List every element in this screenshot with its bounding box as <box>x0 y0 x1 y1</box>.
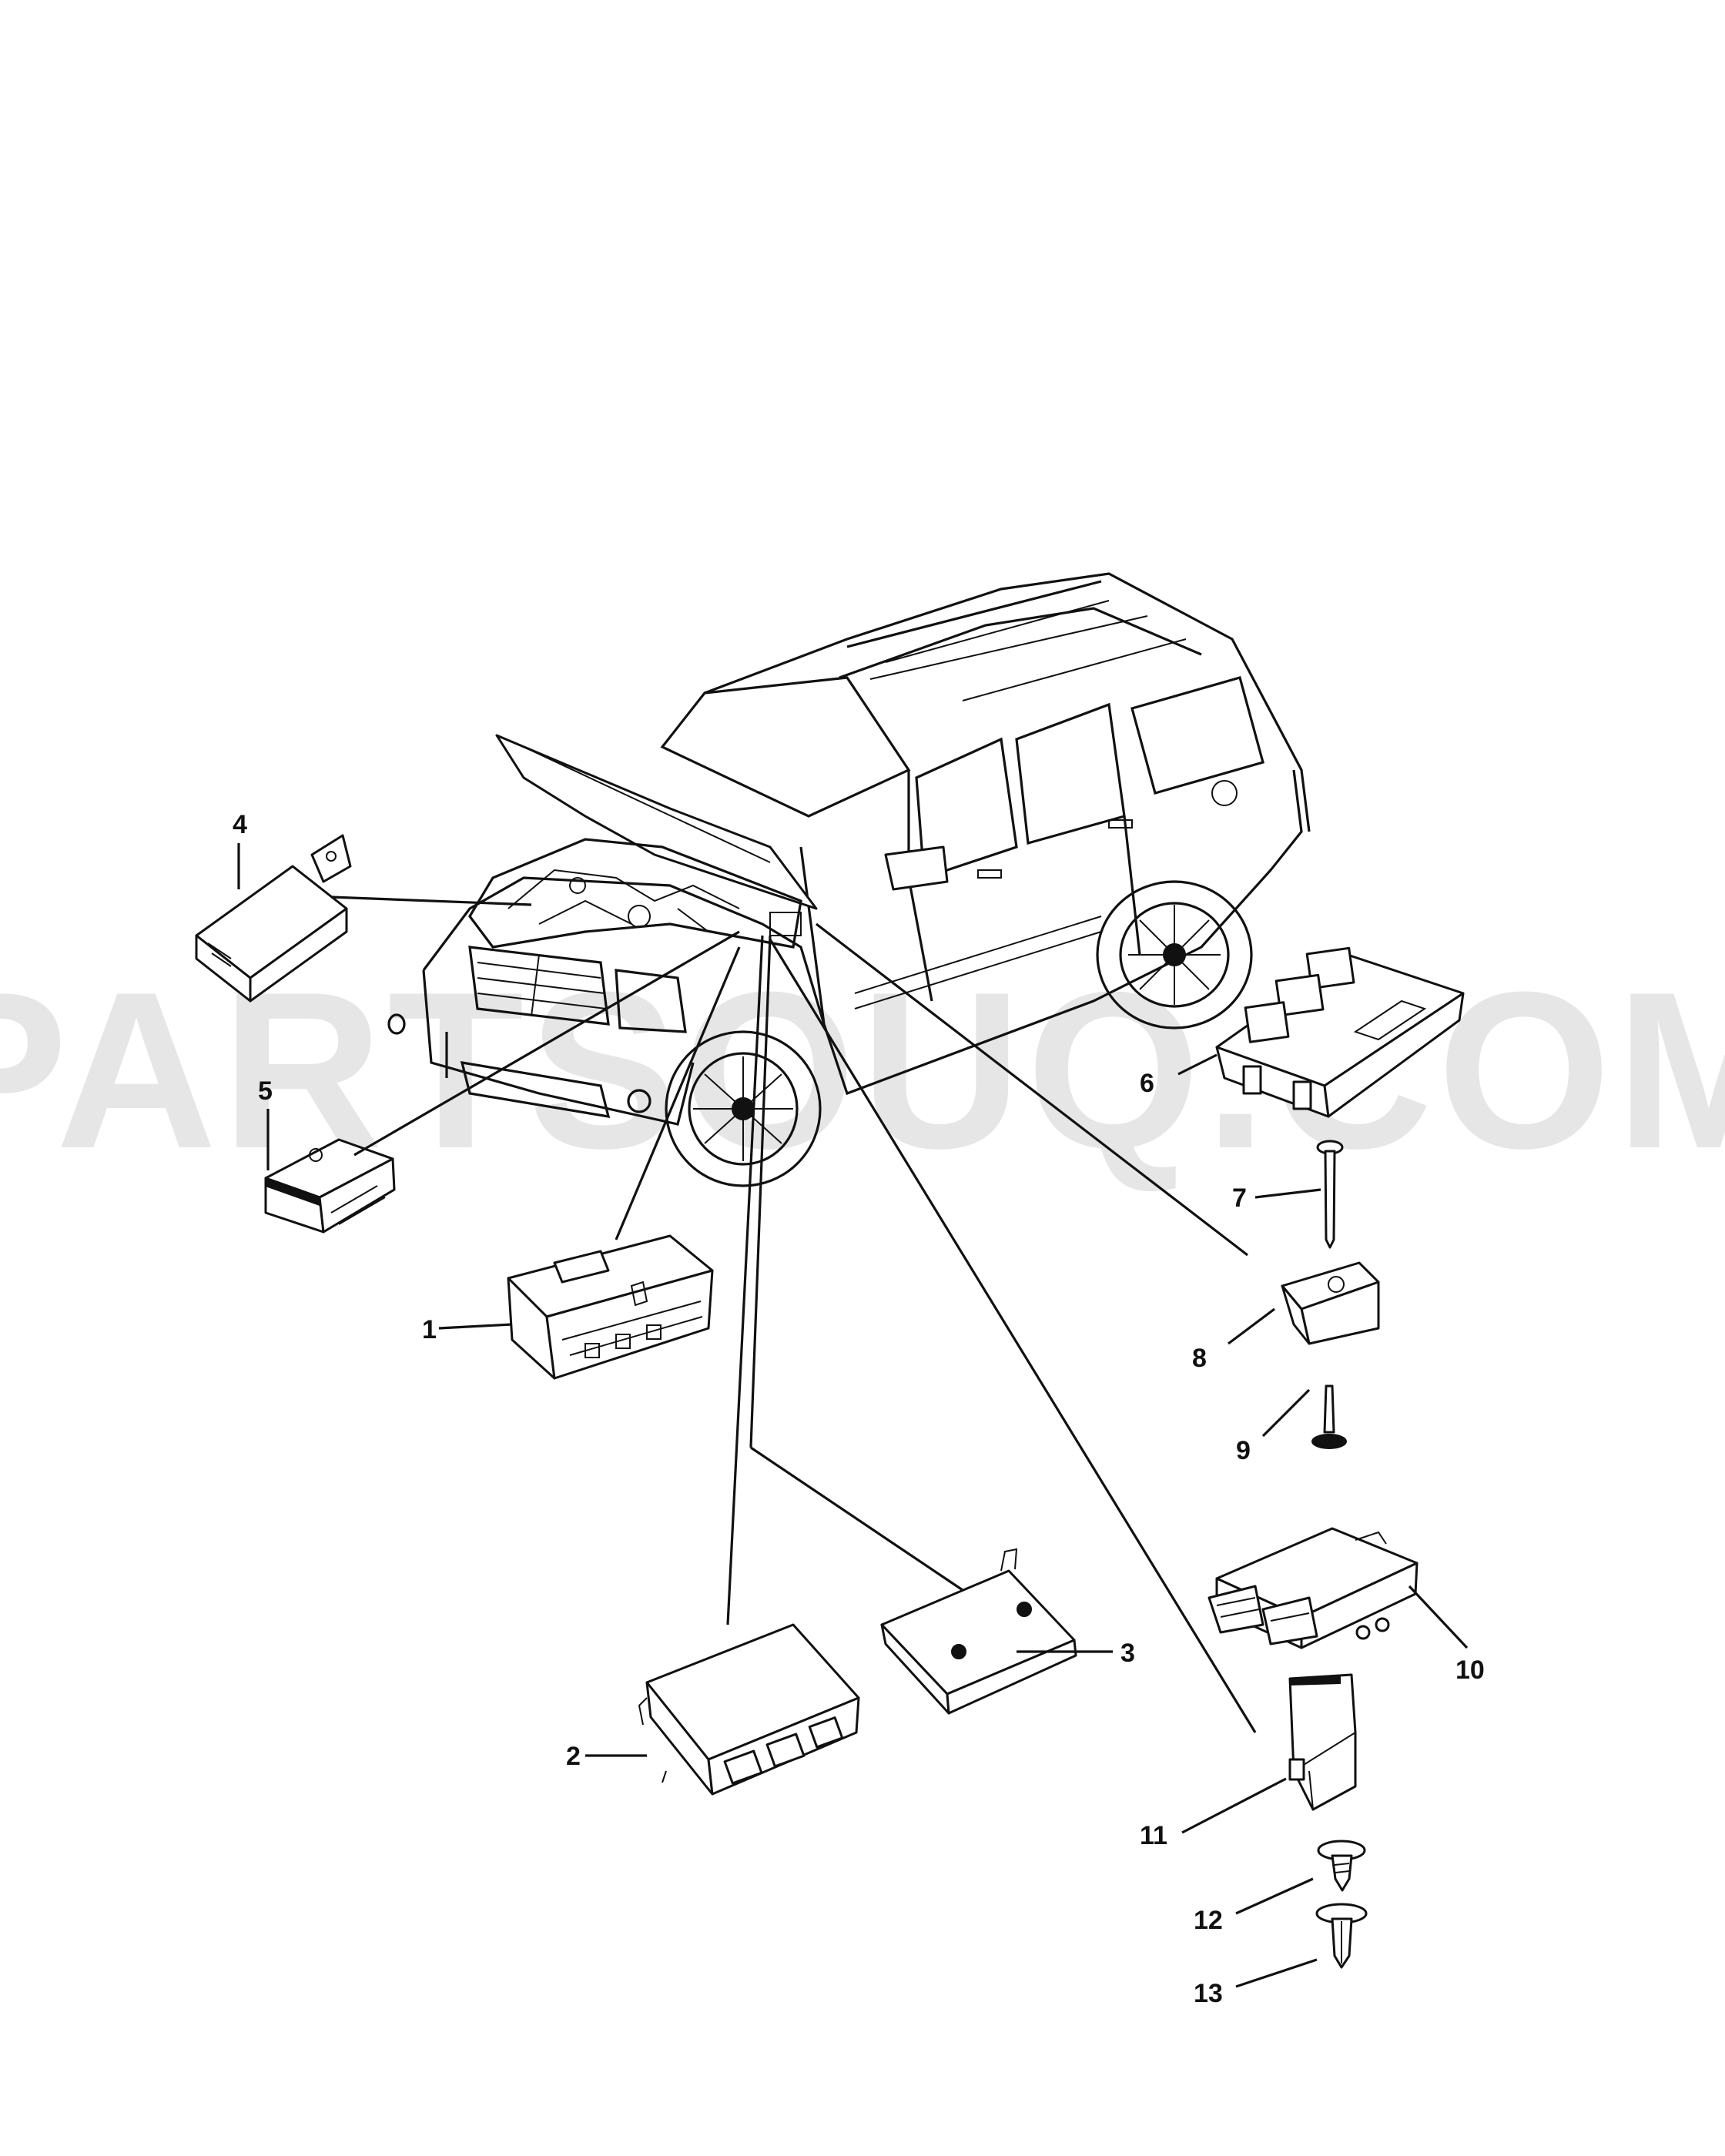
callout-1: 1 <box>422 1315 437 1344</box>
callout-13: 13 <box>1194 1979 1223 2008</box>
bracket-icon <box>1281 1261 1380 1345</box>
suv-open-hood-icon <box>387 572 1311 1187</box>
callout-12: 12 <box>1194 1906 1223 1935</box>
callout-3: 3 <box>1120 1639 1135 1668</box>
callout-8: 8 <box>1192 1344 1207 1373</box>
sensor-module-icon <box>1288 1673 1357 1811</box>
fuse-box-module-icon <box>507 1234 714 1380</box>
callout-leaders <box>237 843 1469 1988</box>
relay-module-icon <box>195 834 352 1003</box>
callout-6: 6 <box>1140 1069 1154 1098</box>
leader-lines <box>330 896 1257 1733</box>
callout-5: 5 <box>258 1076 273 1106</box>
callout-7: 7 <box>1232 1183 1247 1213</box>
power-distribution-module-icon <box>1215 946 1465 1118</box>
small-control-module-icon <box>264 1138 396 1234</box>
mounting-bracket-icon <box>880 1548 1077 1715</box>
callout-10: 10 <box>1455 1656 1485 1685</box>
push-pin-icon <box>1315 1903 1368 1969</box>
callout-4: 4 <box>233 810 247 839</box>
callout-2: 2 <box>566 1742 581 1771</box>
callout-9: 9 <box>1236 1436 1251 1465</box>
callout-11: 11 <box>1140 1821 1167 1850</box>
callout-labels: 4 5 1 2 3 6 7 8 9 10 11 12 13 <box>233 810 1485 2008</box>
bolt-icon-9 <box>1311 1384 1347 1449</box>
control-module-icon <box>638 1623 860 1796</box>
screw-icon <box>1317 1840 1366 1892</box>
engine-control-module-icon <box>1208 1527 1419 1649</box>
bolt-icon-7 <box>1316 1140 1344 1249</box>
